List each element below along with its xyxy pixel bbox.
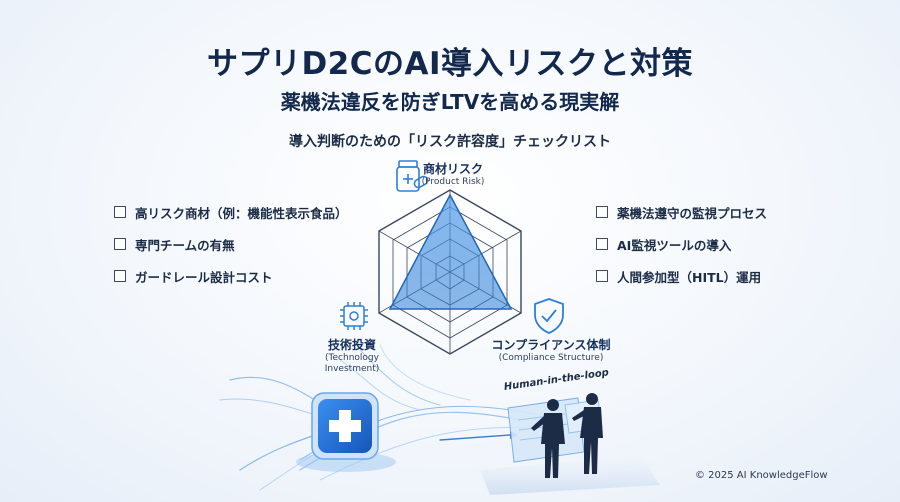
checklist-item-label: 高リスク商材（例：機能性表示食品） xyxy=(135,205,348,221)
axis-label-en-line1: (Technology xyxy=(325,353,379,363)
hitl-illustration xyxy=(480,393,660,495)
checkbox-icon[interactable] xyxy=(596,270,608,282)
axis-label-technology: 技術投資 (Technology Investment) xyxy=(310,336,394,375)
checklist-item-label: 専門チームの有無 xyxy=(135,237,235,253)
shield-check-icon xyxy=(534,298,564,334)
page-subtitle: 薬機法違反を防ぎLTVを高める現実解 xyxy=(280,90,620,114)
checklist-item[interactable]: 専門チームの有無 xyxy=(114,228,348,260)
checkbox-icon[interactable] xyxy=(114,206,126,218)
person-icon xyxy=(531,399,565,478)
axis-label-en-line2: Investment) xyxy=(324,364,380,374)
axis-label-ja: 商材リスク xyxy=(422,162,483,176)
checklist-item[interactable]: AI監視ツールの導入 xyxy=(596,228,767,260)
copyright-text: © 2025 AI KnowledgeFlow xyxy=(695,470,828,481)
checklist-heading: 導入判断のための「リスク許容度」チェックリスト xyxy=(289,134,611,150)
person-icon xyxy=(572,393,603,474)
checklist-item[interactable]: 薬機法遵守の監視プロセス xyxy=(596,196,767,228)
medicine-bottle-icon xyxy=(396,160,429,192)
radar-risk-area xyxy=(388,193,513,310)
checklist-item[interactable]: 人間参加型（HITL）運用 xyxy=(596,260,767,292)
checkbox-icon[interactable] xyxy=(596,206,608,218)
axis-label-compliance: コンプライアンス体制 (Compliance Structure) xyxy=(486,336,616,364)
medical-cross-tile-icon xyxy=(296,392,396,472)
checklist-right: 薬機法遵守の監視プロセス AI監視ツールの導入 人間参加型（HITL）運用 xyxy=(596,196,767,292)
checklist-item-label: ガードレール設計コスト xyxy=(135,269,273,285)
checklist-item-label: 人間参加型（HITL）運用 xyxy=(617,269,762,285)
checkbox-icon[interactable] xyxy=(596,238,608,250)
axis-label-ja: 技術投資 xyxy=(327,338,376,352)
axis-label-ja: コンプライアンス体制 xyxy=(491,338,611,352)
axis-label-product-risk: 商材リスク (Product Risk) xyxy=(408,160,498,188)
checklist-item-label: AI監視ツールの導入 xyxy=(617,237,732,253)
axis-label-en: (Product Risk) xyxy=(421,177,485,187)
checkbox-icon[interactable] xyxy=(114,270,126,282)
checklist-item[interactable]: ガードレール設計コスト xyxy=(114,260,348,292)
checklist-item[interactable]: 高リスク商材（例：機能性表示食品） xyxy=(114,196,348,228)
page-title: サプリD2CのAI導入リスクと対策 xyxy=(206,46,694,82)
axis-label-en: (Compliance Structure) xyxy=(498,353,604,363)
checkbox-icon[interactable] xyxy=(114,238,126,250)
chip-icon xyxy=(340,302,368,330)
checklist-item-label: 薬機法遵守の監視プロセス xyxy=(617,205,768,221)
checklist-left: 高リスク商材（例：機能性表示食品） 専門チームの有無 ガードレール設計コスト xyxy=(114,196,348,292)
